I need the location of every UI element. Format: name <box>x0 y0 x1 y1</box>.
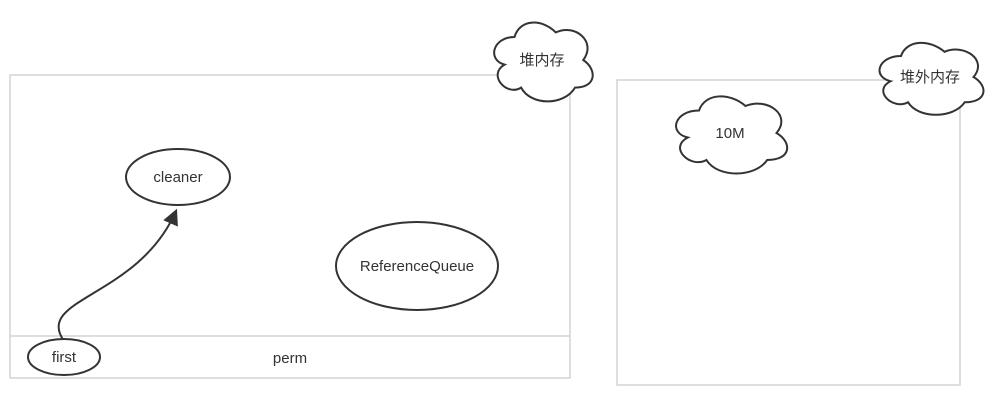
first-label: first <box>52 349 77 366</box>
reference-queue-node: ReferenceQueue <box>335 221 499 311</box>
offheap-cloud-shape <box>880 43 984 115</box>
reference-queue-ellipse <box>335 221 499 311</box>
heap-cloud: 堆内存 <box>494 23 593 102</box>
cleaner-label: cleaner <box>153 169 202 186</box>
cleaner-node: cleaner <box>125 148 231 206</box>
size-cloud: 10M <box>676 96 787 173</box>
first-ellipse <box>27 338 101 376</box>
offheap-cloud-label: 堆外内存 <box>900 69 960 86</box>
heap-container: perm <box>9 74 571 379</box>
cleaner-ellipse <box>125 148 231 206</box>
offheap-cloud: 堆外内存 <box>880 43 984 115</box>
heap-rect <box>9 74 571 379</box>
offheap-container <box>616 79 961 386</box>
size-cloud-label: 10M <box>715 125 744 142</box>
heap-cloud-shape <box>494 23 593 102</box>
reference-queue-label: ReferenceQueue <box>360 258 474 275</box>
heap-cloud-label: 堆内存 <box>519 52 564 69</box>
first-node: first <box>27 338 101 376</box>
size-cloud-shape <box>676 96 787 173</box>
perm-label: perm <box>273 350 307 367</box>
first-to-cleaner-arrow <box>57 208 178 342</box>
offheap-rect <box>616 79 961 386</box>
